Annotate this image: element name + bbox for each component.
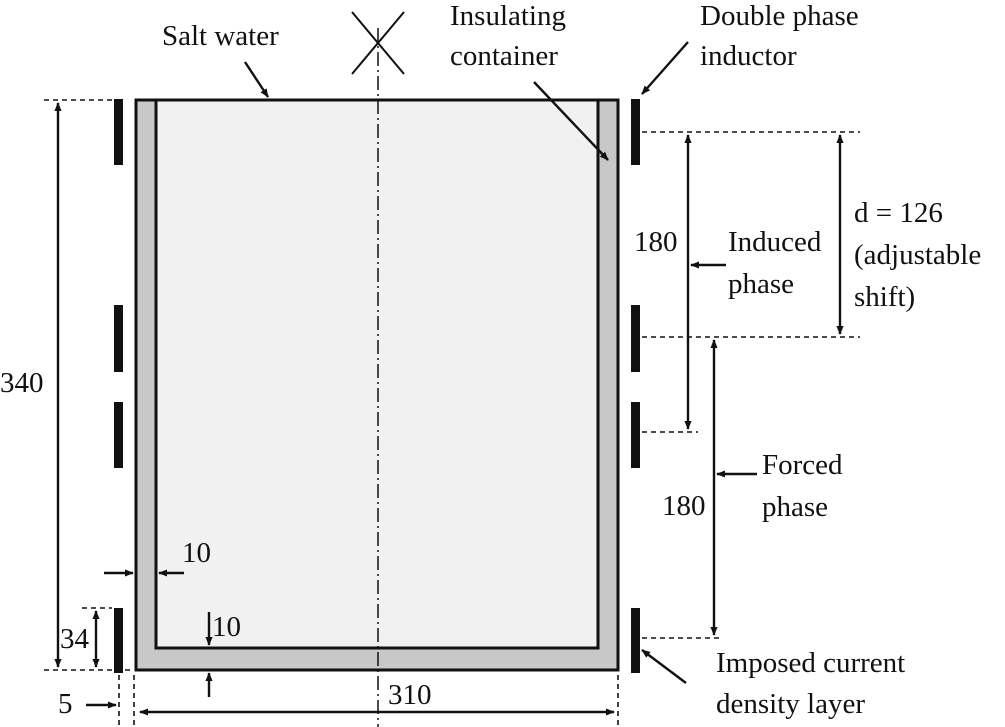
inductor-bar [114, 402, 123, 468]
shift-label-line2: (adjustable [854, 239, 981, 271]
induced-phase-label: Induced phase [728, 226, 829, 300]
current-layer-label-line2: density layer [716, 688, 865, 720]
forced-phase-label-line2: phase [762, 491, 828, 523]
salt-water-label: Salt water [162, 20, 279, 52]
insulating-container-label: Insulating container [450, 0, 573, 72]
insulating-container-label-line1: Insulating [450, 0, 566, 32]
dim-forced-label: 180 [662, 490, 706, 522]
induced-phase-label-line1: Induced [728, 226, 822, 258]
double-phase-inductor-label: Double phase inductor [700, 0, 866, 72]
insulating-container-pointer [533, 81, 609, 161]
inductor-bar [631, 305, 640, 372]
dim-310-label: 310 [388, 679, 432, 711]
double-phase-inductor-label-line1: Double phase [700, 0, 859, 32]
shift-label: d = 126 (adjustable shift) [854, 197, 988, 313]
shift-label-line1: d = 126 [854, 197, 943, 229]
current-layer-label: Imposed current density layer [716, 647, 913, 720]
dim-340-label: 340 [0, 367, 44, 399]
left-inductor-bars [114, 99, 123, 673]
dim-34-label: 34 [60, 623, 90, 655]
forced-phase-label: Forced phase [762, 449, 850, 523]
right-inductor-bars [631, 99, 640, 673]
wall-thickness-label: 10 [182, 537, 211, 569]
dim-induced-label: 180 [634, 226, 678, 258]
insulating-container-label-line2: container [450, 40, 558, 72]
bottom-thickness-label: 10 [212, 611, 241, 643]
inductor-bar [114, 305, 123, 372]
shift-label-line3: shift) [854, 281, 915, 313]
forced-phase-label-line1: Forced [762, 449, 843, 481]
current-layer-pointer [641, 649, 687, 684]
dim-5-label: 5 [58, 688, 73, 720]
inductor-bar [631, 608, 640, 673]
current-layer-label-line1: Imposed current [716, 647, 905, 679]
inductor-bar [631, 99, 640, 165]
salt-water-region [154, 98, 600, 650]
double-phase-inductor-pointer [641, 41, 689, 95]
inductor-bar [114, 608, 123, 673]
salt-water-pointer [243, 61, 270, 98]
axis-cross-icon [351, 11, 405, 75]
double-phase-inductor-label-line2: inductor [700, 40, 797, 72]
inductor-bar [114, 99, 123, 165]
induced-phase-label-line2: phase [728, 268, 794, 300]
inductor-bar [631, 402, 640, 468]
